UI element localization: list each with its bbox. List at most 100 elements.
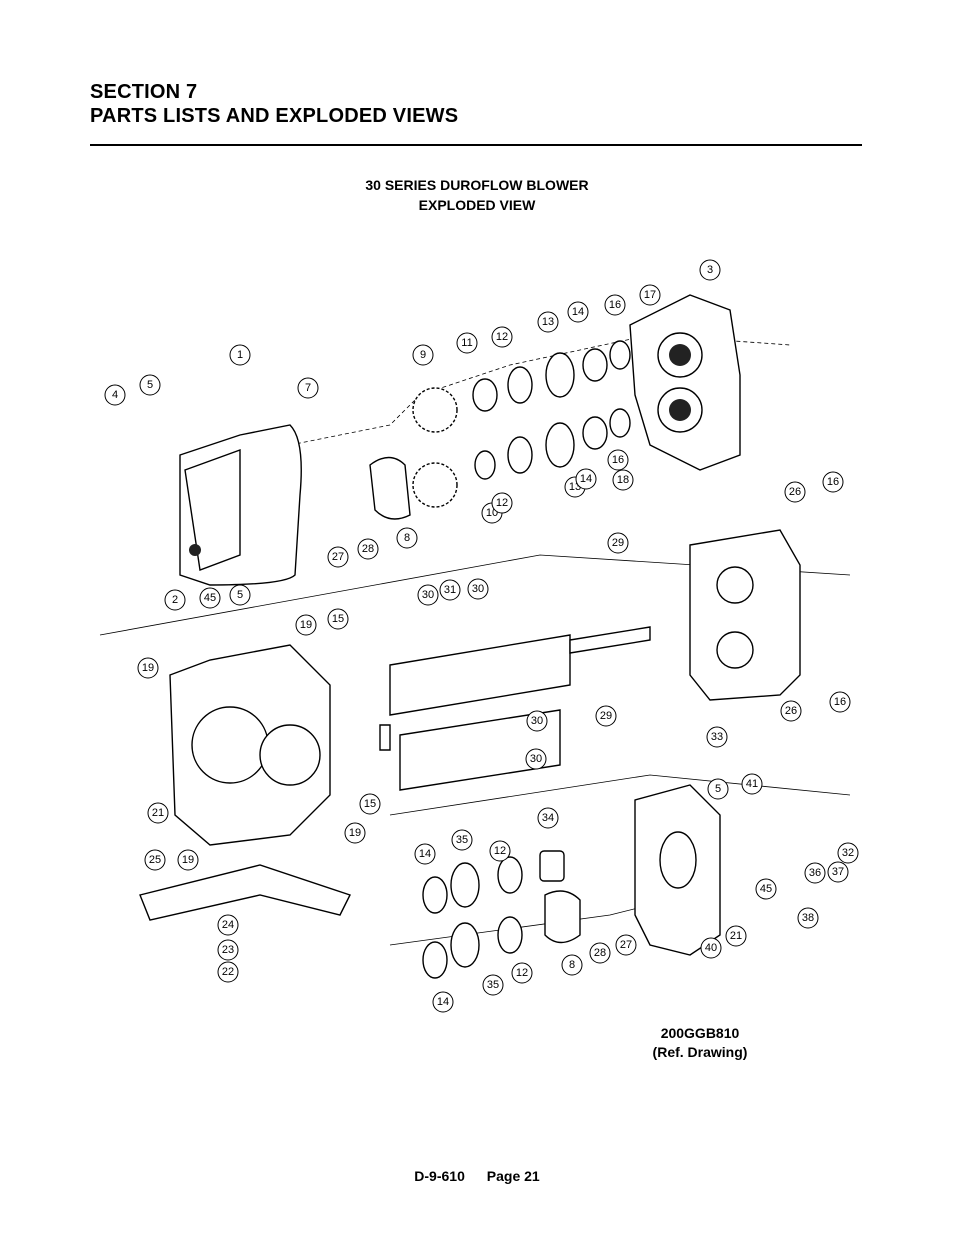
callout-circle <box>414 843 436 865</box>
callout-30: 30 <box>417 584 439 606</box>
callout-number: 3 <box>707 264 713 276</box>
drive-end-cover <box>634 784 721 956</box>
callout-number: 1 <box>237 349 243 361</box>
callout-circle <box>639 284 661 306</box>
callout-number: 24 <box>222 919 234 931</box>
callout-circle <box>741 773 763 795</box>
callout-circle <box>526 710 548 732</box>
main-housing <box>169 644 331 846</box>
callout-number: 12 <box>496 497 508 509</box>
callout-number: 19 <box>182 854 194 866</box>
callout-circle <box>147 802 169 824</box>
callout-circle <box>217 914 239 936</box>
callout-circle <box>604 294 626 316</box>
callout-number: 8 <box>569 959 575 971</box>
callout-number: 12 <box>496 331 508 343</box>
callout-number: 5 <box>237 589 243 601</box>
callout-21: 21 <box>725 925 747 947</box>
callout-number: 14 <box>572 306 584 318</box>
callout-17: 17 <box>639 284 661 306</box>
callout-number: 21 <box>730 930 742 942</box>
callout-number: 30 <box>531 715 543 727</box>
callout-circle <box>780 700 802 722</box>
callout-number: 19 <box>349 827 361 839</box>
callout-circle <box>700 937 722 959</box>
callout-circle <box>491 326 513 348</box>
callout-number: 37 <box>832 866 844 878</box>
section-number: SECTION 7 <box>90 81 198 103</box>
callout-circle <box>827 861 849 883</box>
callout-circle <box>489 840 511 862</box>
callout-36: 36 <box>804 862 826 884</box>
callout-19: 19 <box>344 822 366 844</box>
callout-25: 25 <box>144 849 166 871</box>
gear-housing <box>629 294 741 471</box>
callout-circle <box>615 934 637 956</box>
callout-circle <box>177 849 199 871</box>
callout-circle <box>595 705 617 727</box>
callout-number: 31 <box>444 584 456 596</box>
callout-16: 16 <box>829 691 851 713</box>
callout-29: 29 <box>595 705 617 727</box>
callout-circle <box>295 614 317 636</box>
callout-number: 21 <box>152 807 164 819</box>
callout-12: 12 <box>491 492 513 514</box>
callout-circle <box>359 793 381 815</box>
callout-35: 35 <box>451 829 473 851</box>
callout-number: 29 <box>612 537 624 549</box>
callout-number: 14 <box>580 473 592 485</box>
callout-32: 32 <box>837 842 859 864</box>
callout-22: 22 <box>217 961 239 983</box>
callout-number: 9 <box>420 349 426 361</box>
callout-12: 12 <box>489 840 511 862</box>
callout-16: 16 <box>822 471 844 493</box>
callout-7: 7 <box>297 377 319 399</box>
callout-number: 30 <box>530 753 542 765</box>
section-heading: SECTION 7 PARTS LISTS AND EXPLODED VIEWS <box>90 80 458 128</box>
page-footer: D-9-610 Page 21 <box>0 1168 954 1184</box>
callout-circle <box>837 842 859 864</box>
callout-28: 28 <box>357 538 379 560</box>
callout-number: 28 <box>362 543 374 555</box>
callout-24: 24 <box>217 914 239 936</box>
callout-circle <box>327 546 349 568</box>
rotors <box>379 626 651 791</box>
callout-circle <box>575 468 597 490</box>
callout-number: 36 <box>809 867 821 879</box>
callout-14: 14 <box>567 301 589 323</box>
callout-circle <box>451 829 473 851</box>
callout-number: 16 <box>827 476 839 488</box>
callout-35: 35 <box>482 974 504 996</box>
callout-14: 14 <box>432 991 454 1013</box>
callout-circle <box>144 849 166 871</box>
callout-19: 19 <box>295 614 317 636</box>
callout-number: 14 <box>419 848 431 860</box>
callout-23: 23 <box>217 939 239 961</box>
callout-number: 12 <box>516 967 528 979</box>
callout-45: 45 <box>199 587 221 609</box>
callout-number: 23 <box>222 944 234 956</box>
callout-16: 16 <box>607 449 629 471</box>
callout-circle <box>439 579 461 601</box>
callout-14: 14 <box>414 843 436 865</box>
header-rule <box>90 144 862 146</box>
callout-number: 16 <box>612 454 624 466</box>
callout-8: 8 <box>396 527 418 549</box>
callout-15: 15 <box>359 793 381 815</box>
callout-number: 4 <box>112 389 118 401</box>
callout-circle <box>829 691 851 713</box>
callout-number: 34 <box>542 812 554 824</box>
callout-circle <box>297 377 319 399</box>
callout-8: 8 <box>561 954 583 976</box>
reference-label: (Ref. Drawing) <box>652 1044 748 1060</box>
timing-gears <box>412 387 458 508</box>
callout-number: 29 <box>600 710 612 722</box>
page-number: Page 21 <box>486 1168 540 1184</box>
callout-number: 25 <box>149 854 161 866</box>
callout-circle <box>229 344 251 366</box>
callout-1: 1 <box>229 344 251 366</box>
callout-15: 15 <box>327 608 349 630</box>
callout-circle <box>396 527 418 549</box>
